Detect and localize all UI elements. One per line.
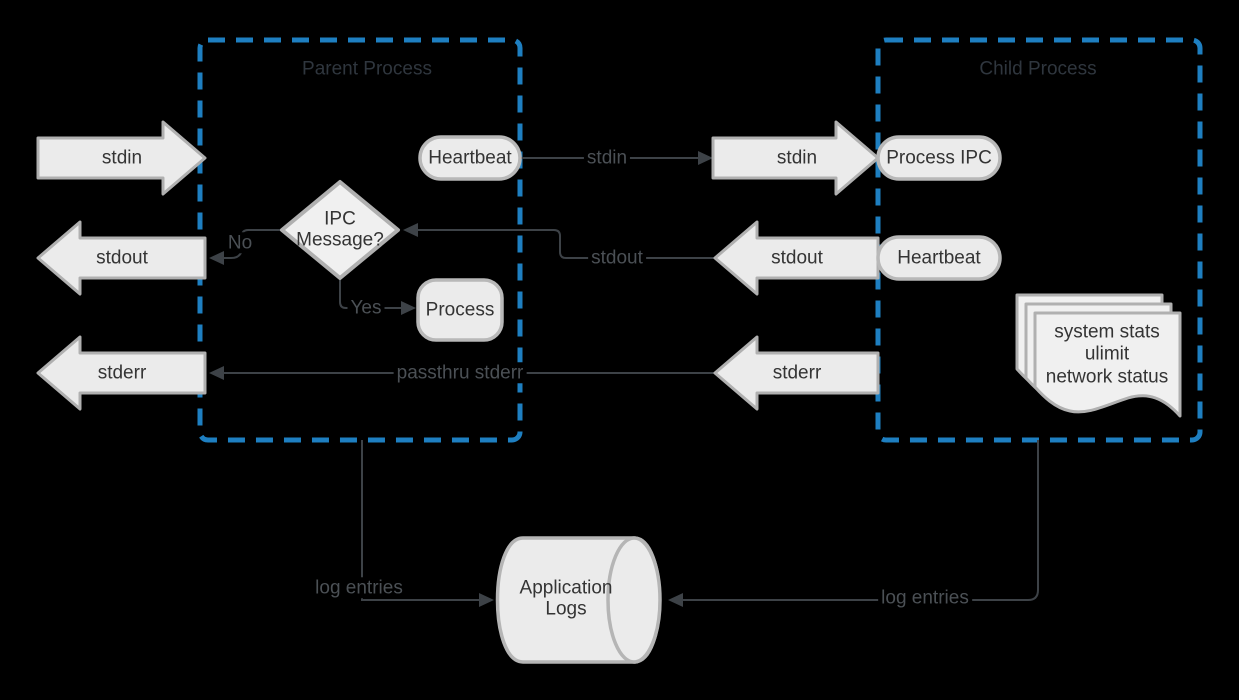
arrowhead-left-icon (403, 223, 418, 237)
system-stats-document (1015, 293, 1182, 418)
process-label: Process (425, 299, 495, 321)
edge-log-entries-left-label: log entries (312, 577, 406, 599)
arrowhead-left-icon (209, 366, 224, 380)
child-process-container (875, 37, 1203, 443)
child-stdout-to-decision-connector (415, 229, 715, 259)
edge-stdout-label: stdout (588, 247, 646, 269)
parent-heartbeat-node (418, 135, 522, 181)
parent-stdin-block-arrow (36, 120, 207, 196)
parent-stderr-label: stderr (97, 362, 147, 384)
child-heartbeat-node (876, 235, 1002, 281)
edge-yes-label: Yes (347, 297, 385, 319)
child-log-entries-connector (682, 440, 1039, 601)
ipc-message-decision-label: IPC Message? (296, 208, 384, 251)
document-page-front (1033, 311, 1182, 418)
arrowhead-right-icon (698, 151, 713, 165)
arrowhead-right-icon (401, 301, 416, 315)
child-stdout-label: stdout (771, 247, 823, 269)
document-line-1: system stats (1054, 321, 1160, 343)
document-line-3: network status (1045, 366, 1169, 388)
parent-process-title: Parent Process (302, 58, 432, 80)
system-stats-document-text: system stats ulimit network status (1027, 321, 1187, 388)
parent-stdout-block-arrow (36, 220, 207, 296)
decision-yes-connector (339, 278, 402, 309)
child-stderr-label: stderr (772, 362, 822, 384)
parent-heartbeat-label: Heartbeat (428, 147, 512, 169)
arrowhead-right-icon (479, 593, 494, 607)
application-logs-cylinder (495, 536, 662, 664)
process-ipc-label: Process IPC (886, 147, 992, 169)
arrowhead-left-icon (209, 251, 224, 265)
parent-stdout-label: stdout (96, 247, 148, 269)
child-process-title: Child Process (979, 58, 1097, 80)
edge-stdin-label: stdin (583, 147, 631, 169)
edge-log-entries-right-label: log entries (878, 587, 972, 609)
arrowhead-left-icon (668, 593, 683, 607)
child-stdin-block-arrow (711, 120, 880, 196)
child-heartbeat-label: Heartbeat (897, 247, 981, 269)
ipc-message-decision-node (280, 180, 400, 280)
edge-passthru-stderr-label: passthru stderr (393, 362, 527, 384)
process-node (416, 278, 504, 342)
cylinder-cap (606, 536, 662, 664)
child-stdin-label: stdin (776, 147, 818, 169)
parent-stderr-block-arrow (36, 335, 207, 411)
child-stderr-block-arrow (713, 335, 880, 411)
child-stdout-block-arrow (713, 220, 880, 296)
parent-log-entries-connector (361, 440, 480, 601)
parent-process-container (197, 37, 523, 443)
document-line-2: ulimit (1084, 343, 1130, 365)
application-logs-label: Application Logs (519, 577, 613, 620)
parent-stdin-label: stdin (101, 147, 143, 169)
process-ipc-node (876, 135, 1002, 181)
edge-no-label: No (224, 232, 256, 254)
